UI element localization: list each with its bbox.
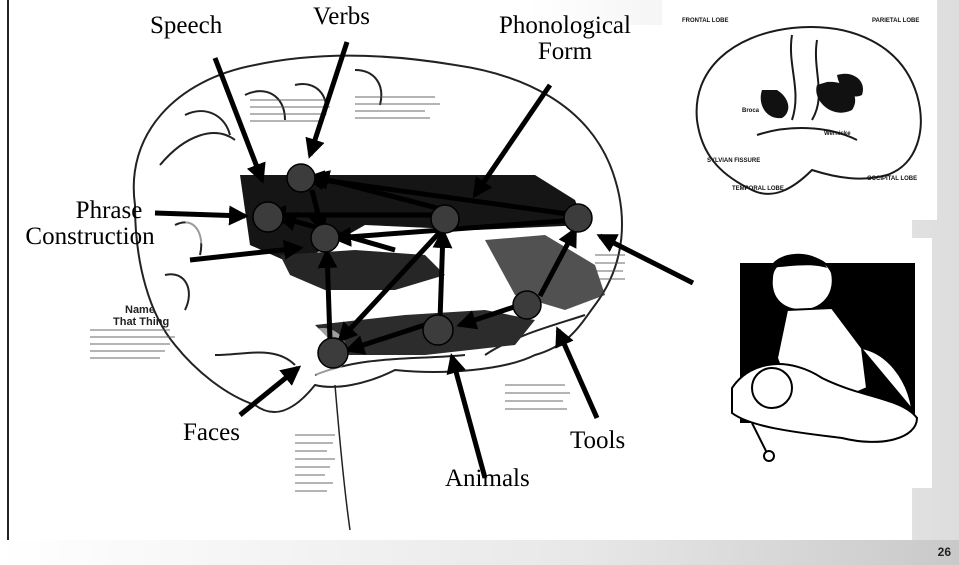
photo-heading-line1: Name [125, 304, 155, 316]
label-phrase-line2: Construction [10, 224, 170, 250]
slide-left-rule [7, 0, 9, 550]
photo-heading-line2: That Thing [113, 316, 169, 328]
inset-parietal-lobe: PARIETAL LOBE [872, 18, 919, 24]
label-phonological-line1: Phonological [480, 13, 650, 39]
inset-broca-label: Broca [742, 108, 760, 114]
label-phonological-form: Phonological Form [480, 13, 650, 66]
inset-sylvian-fissure: SYLVIAN FISSURE [707, 158, 760, 164]
brain-photo: Name That Thing [65, 25, 665, 540]
inset-frontal-lobe: FRONTAL LOBE [682, 18, 728, 24]
label-phrase-construction: Phrase Construction [10, 198, 170, 251]
label-faces: Faces [183, 420, 240, 446]
slide-number: 26 [938, 545, 951, 559]
child-with-doll-illustration [712, 238, 932, 488]
broca-area [761, 90, 789, 118]
slide-footer-band [0, 540, 959, 565]
inset-temporal-lobe: TEMPORAL LOBE [732, 186, 784, 192]
label-tools: Tools [570, 428, 625, 454]
label-animals: Animals [445, 466, 530, 492]
label-speech: Speech [150, 13, 222, 39]
brain-lobe-diagram: FRONTAL LOBE PARIETAL LOBE SYLVIAN FISSU… [662, 0, 937, 220]
label-phonological-line2: Form [480, 39, 650, 65]
label-verbs: Verbs [313, 4, 370, 30]
inset-wernicke-label: Wernicke [824, 131, 851, 137]
inset-occipital-lobe: OCCIPITAL LOBE [867, 176, 917, 182]
label-phrase-line1: Phrase [10, 198, 170, 224]
